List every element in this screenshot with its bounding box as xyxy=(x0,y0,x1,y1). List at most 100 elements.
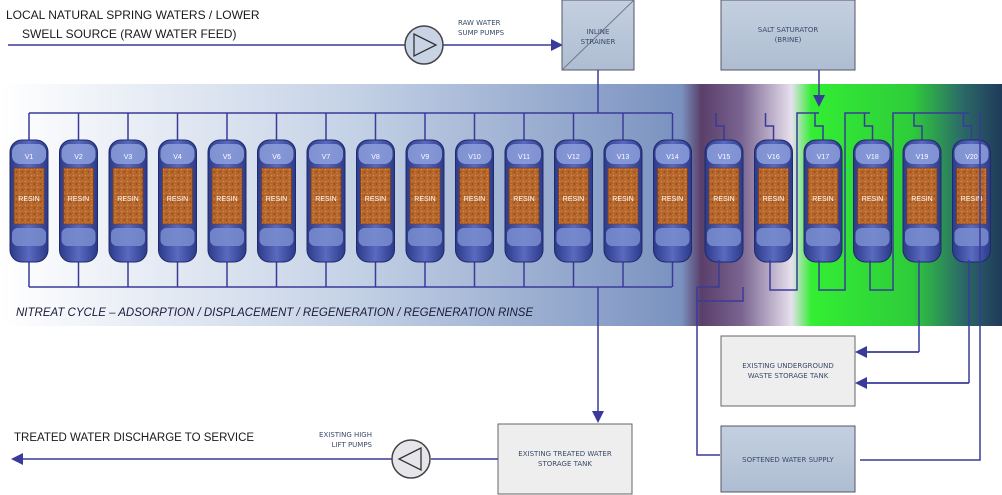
vessel-array: V1RESINV2RESINV3RESINV4RESINV5RESINV6RES… xyxy=(9,139,991,263)
resin-label: RESIN xyxy=(911,196,932,203)
vessel-head xyxy=(259,144,294,164)
vessel-label: V15 xyxy=(718,154,731,161)
resin-label: RESIN xyxy=(763,196,784,203)
resin-label: RESIN xyxy=(812,196,833,203)
vessel-base xyxy=(457,228,492,246)
resin-label: RESIN xyxy=(862,196,883,203)
vessel-label: V5 xyxy=(223,154,232,161)
vessel-base xyxy=(556,228,591,246)
regeneration-piping xyxy=(696,112,981,461)
softened-label: SOFTENED WATER SUPPLY xyxy=(742,456,834,464)
vessel-label: V9 xyxy=(421,154,430,161)
vessel-base xyxy=(954,228,989,246)
treated-tank-label-1: EXISTING TREATED WATER xyxy=(518,450,612,458)
resin-bed xyxy=(409,167,441,225)
vessel-label: V11 xyxy=(518,154,530,161)
vessel-inlet-pipe xyxy=(962,113,973,144)
vessel-head xyxy=(358,144,393,164)
vessel-base xyxy=(806,228,840,246)
vessel-base xyxy=(259,228,294,246)
resin-bed xyxy=(162,167,193,225)
waste-storage-tank-box xyxy=(720,335,856,407)
resin-label: RESIN xyxy=(365,196,386,203)
vessel-base xyxy=(210,228,244,246)
vessel-head xyxy=(457,144,492,164)
vessel-head xyxy=(905,144,939,164)
vessel-base xyxy=(606,228,640,246)
treated-tank-label-2: STORAGE TANK xyxy=(538,460,592,468)
strainer-label-2: STRAINER xyxy=(581,38,616,46)
vessel-label: V13 xyxy=(617,154,630,161)
vessel-label: V12 xyxy=(567,154,580,161)
vessel-label: V19 xyxy=(916,154,929,161)
vessel-label: V14 xyxy=(666,154,679,161)
resin-bed xyxy=(112,167,144,225)
vessel-base xyxy=(160,228,195,246)
treated-water-tank-box xyxy=(497,423,633,495)
vessel-base xyxy=(12,228,46,246)
vessel-inlet-pipe xyxy=(863,113,874,144)
resin-bed xyxy=(558,167,589,225)
raw-pumps-label-2: SUMP PUMPS xyxy=(458,29,505,37)
vessel-head xyxy=(756,144,791,164)
resin-bed xyxy=(857,167,888,225)
vessel-head xyxy=(806,144,840,164)
vessel-base xyxy=(61,228,96,246)
resin-bed xyxy=(360,167,391,225)
vessel-head xyxy=(707,144,741,164)
resin-label: RESIN xyxy=(961,196,982,203)
resin-label: RESIN xyxy=(513,196,534,203)
resin-label: RESIN xyxy=(414,196,435,203)
vessel-head xyxy=(160,144,195,164)
vessel-label: V10 xyxy=(468,154,481,161)
vessel-head xyxy=(111,144,145,164)
vessel-head xyxy=(210,144,244,164)
source-label-line2: SWELL SOURCE (RAW WATER FEED) xyxy=(22,27,236,41)
resin-label: RESIN xyxy=(464,196,485,203)
vessel-label: V4 xyxy=(173,154,182,161)
resin-label: RESIN xyxy=(315,196,336,203)
brine-label-1: SALT SATURATOR xyxy=(758,26,819,34)
vessel-head xyxy=(655,144,690,164)
resin-bed xyxy=(956,167,987,225)
softened-water-supply-box xyxy=(720,425,856,493)
strainer-label-1: INLINE xyxy=(587,28,610,36)
vessel-pipes xyxy=(28,113,973,287)
raw-pumps-label-1: RAW WATER xyxy=(458,19,501,27)
vessel-base xyxy=(905,228,939,246)
discharge-label: TREATED WATER DISCHARGE TO SERVICE xyxy=(14,432,254,444)
resin-bed xyxy=(508,167,540,225)
vessel-label: V6 xyxy=(272,154,281,161)
vessel-label: V16 xyxy=(767,154,780,161)
cycle-label: NITREAT CYCLE – ADSORPTION / DISPLACEMEN… xyxy=(16,307,533,319)
vessel-label: V1 xyxy=(25,154,34,161)
vessel-head xyxy=(61,144,96,164)
resin-label: RESIN xyxy=(216,196,237,203)
resin-label: RESIN xyxy=(266,196,287,203)
vessel-base xyxy=(111,228,145,246)
vessel-head xyxy=(12,144,46,164)
waste-tank-label-2: WASTE STORAGE TANK xyxy=(748,372,829,380)
resin-label: RESIN xyxy=(117,196,138,203)
vessel-label: V8 xyxy=(371,154,380,161)
vessel-label: V7 xyxy=(322,154,331,161)
brine-label-2: (BRINE) xyxy=(775,36,802,44)
salt-saturator-box xyxy=(720,0,856,71)
resin-bed xyxy=(607,167,639,225)
resin-bed xyxy=(211,167,243,225)
resin-bed xyxy=(906,167,938,225)
resin-label: RESIN xyxy=(167,196,188,203)
vessel-base xyxy=(408,228,442,246)
